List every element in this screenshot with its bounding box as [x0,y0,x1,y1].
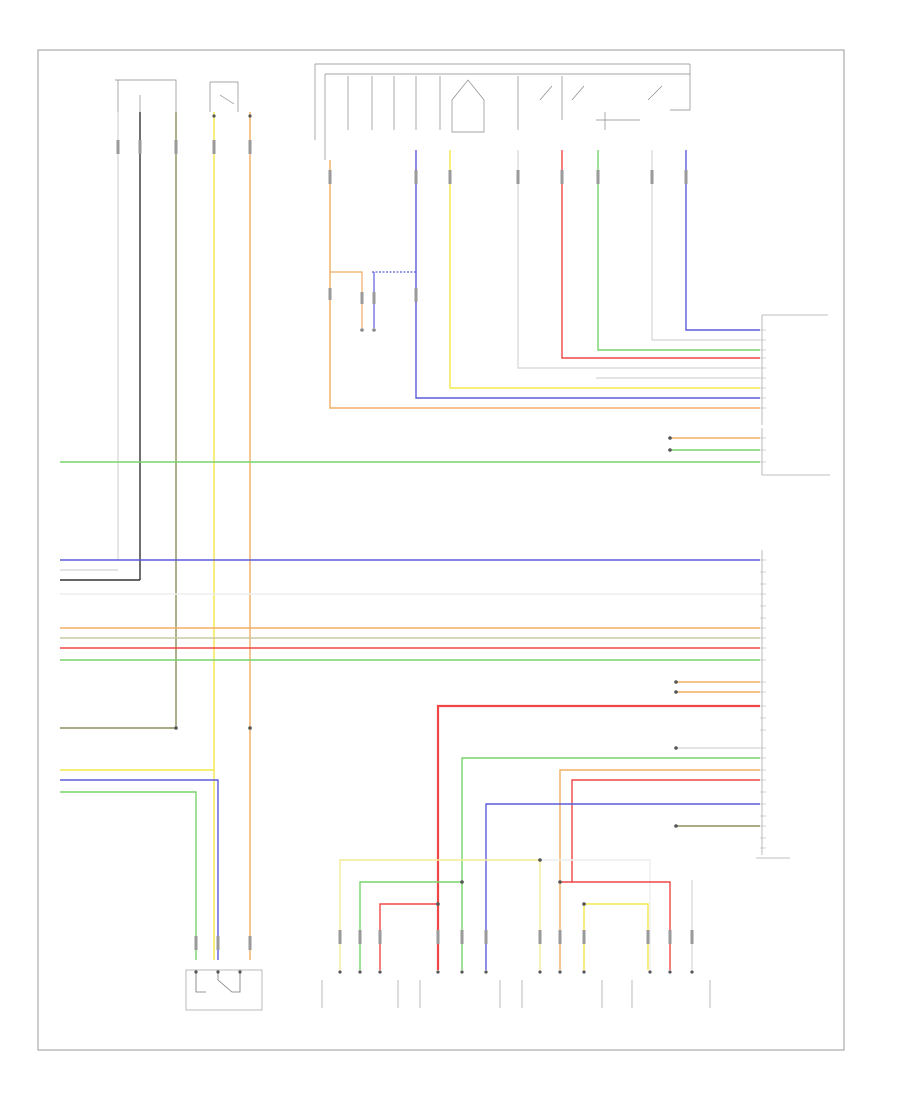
lower-component-1 [321,970,399,1008]
connector-block-lower-right [756,550,790,859]
lower-left-switch-component [185,969,263,1011]
right-pin-ticks [760,329,766,849]
connector-markers-bottom [194,930,694,950]
connector-markers-top [116,140,688,304]
routed-wires-lower [339,704,760,970]
top-switch-array [314,63,691,160]
horizontal-wire-green-upper [60,436,760,463]
vertical-wires-left [117,112,251,960]
horizontal-wires-lower-right [674,680,760,828]
horizontal-wires-middle [60,559,760,729]
junction-dots [174,114,586,906]
lower-component-3 [521,970,603,1008]
diagram-frame [37,49,845,1051]
connector-block-upper-right [761,314,830,476]
vertical-wires-top-array [329,150,760,409]
lower-component-4 [631,970,711,1008]
top-left-switch [115,79,239,112]
routed-wires-lower-left [60,769,219,960]
lower-component-2 [419,970,501,1008]
